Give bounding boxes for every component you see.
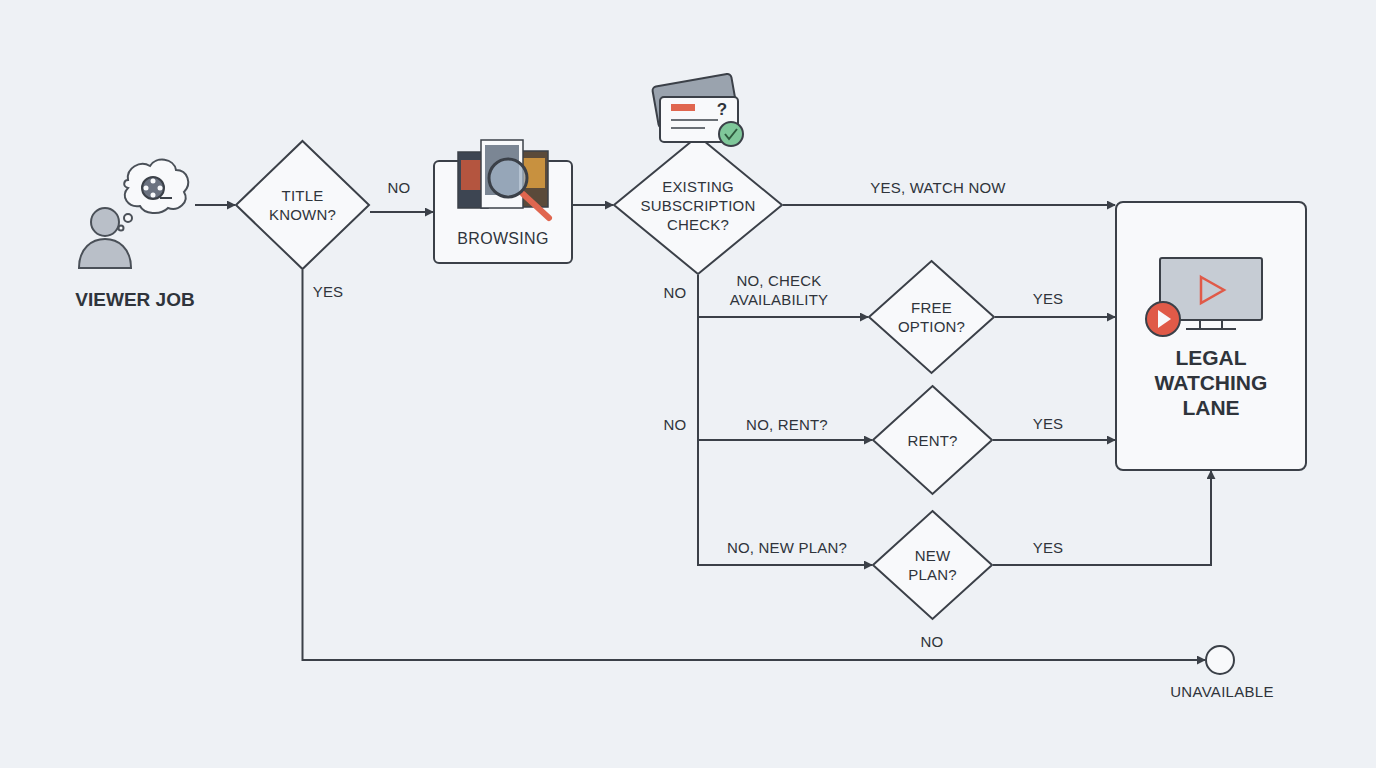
decision-text: NEW PLAN? [902,546,964,584]
flow-arrow [303,270,1206,660]
edge-label: YES [1033,414,1064,433]
process-text: BROWSING [435,230,571,248]
decision-diamond: EXISTING SUBSCRIPTION CHECK? [613,135,783,275]
decision-diamond: NEW PLAN? [872,510,993,620]
decision-diamond: FREE OPTION? [868,260,995,374]
terminal-lane-box: LEGAL WATCHING LANE [1115,201,1307,471]
browsing-icon [458,140,549,218]
flow-arrow [370,211,433,213]
viewer-icon [79,160,188,268]
branch-label: NO [921,632,944,651]
decision-diamond: TITLE KNOWN? [235,140,370,270]
actor-node: VIEWER JOB [75,165,195,270]
edge-label: NO, CHECK AVAILABILITY [719,271,839,309]
flow-arrow [698,275,872,565]
flow-arrow [993,471,1211,565]
icon-glyph: ? [717,100,728,119]
flow-arrow [783,204,1115,206]
edge-label: YES [1033,538,1064,557]
edge-label: NO, NEW PLAN? [727,538,847,557]
flow-arrow [573,204,613,206]
decision-text: FREE OPTION? [889,298,974,336]
end-label: UNAVAILABLE [1147,683,1297,700]
diamond-outline [872,510,993,620]
decision-text: EXISTING SUBSCRIPTION CHECK? [636,177,761,234]
diamond-outline [868,260,995,374]
tv-icon [1146,258,1262,336]
edge-label: YES [313,282,344,301]
flow-arrow [995,316,1115,318]
decision-text: TITLE KNOWN? [257,186,349,224]
edge-label: NO [388,178,411,197]
end-circle: UNAVAILABLE [1205,645,1235,675]
flow-arrow [993,439,1115,441]
branch-label: NO [664,415,687,434]
lane-title: LEGAL WATCHING LANE [1136,345,1286,420]
edge-label: YES, WATCH NOW [870,178,1005,197]
flow-arrow [195,204,235,206]
edge-label: NO, RENT? [746,415,828,434]
diamond-outline [235,140,370,270]
decision-diamond: RENT? [872,385,993,495]
payment-card-icon [652,73,743,146]
decision-text: RENT? [893,431,973,450]
process-box: BROWSING [433,160,573,264]
actor-label: VIEWER JOB [55,289,215,311]
edge-label: YES [1033,289,1064,308]
branch-label: NO [664,283,687,302]
